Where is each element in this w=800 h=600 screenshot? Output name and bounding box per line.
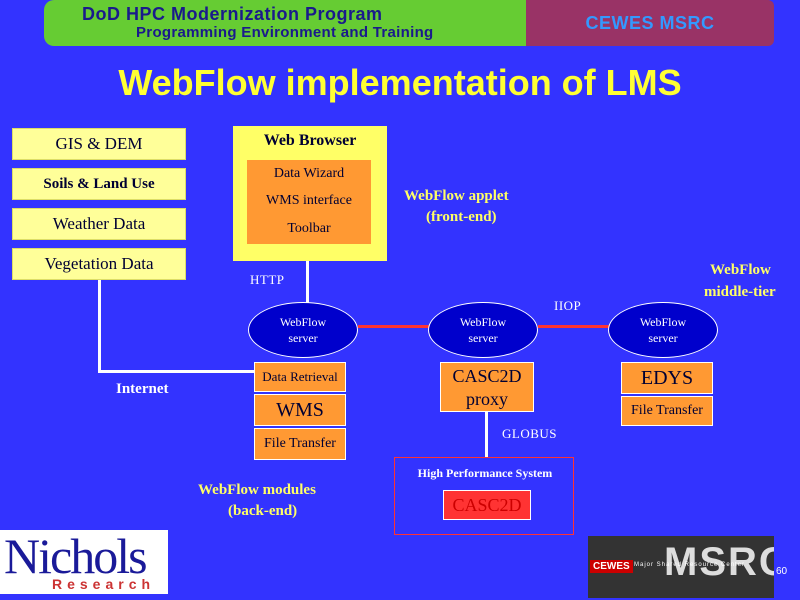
msrc-logo-word: MSRC xyxy=(664,540,774,584)
applet-label-line1: WebFlow applet xyxy=(404,188,509,204)
internet-label: Internet xyxy=(116,381,169,397)
program-line2: Programming Environment and Training xyxy=(136,24,434,41)
modules-label-line1: WebFlow modules xyxy=(198,482,316,498)
data-retrieval-module: Data Retrieval xyxy=(254,362,346,392)
program-banner: DoD HPC Modernization Program Programmin… xyxy=(44,0,526,46)
webflow-server-left: WebFlow server xyxy=(248,302,358,358)
webflow-server-center: WebFlow server xyxy=(428,302,538,358)
file-transfer-module-right: File Transfer xyxy=(621,396,713,426)
wms-module: WMS xyxy=(254,394,346,426)
internet-connector-vertical xyxy=(98,280,101,372)
data-source-weather: Weather Data xyxy=(12,208,186,240)
nichols-research-logo: Nichols Research xyxy=(0,530,168,594)
program-line1: DoD HPC Modernization Program xyxy=(82,4,383,24)
server-line2: server xyxy=(648,331,678,345)
casc2d-proxy-line1: CASC2D xyxy=(452,366,522,386)
toolbar-label: Toolbar xyxy=(287,221,331,236)
server-line1: WebFlow xyxy=(279,315,327,329)
middle-tier-label-line1: WebFlow xyxy=(710,262,771,278)
applet-label-line2: (front-end) xyxy=(426,209,497,225)
wms-interface-label: WMS interface xyxy=(266,193,352,208)
casc2d-proxy-line2: proxy xyxy=(466,389,508,409)
slide-number: 60 xyxy=(776,566,788,577)
high-performance-system: High Performance System CASC2D xyxy=(394,457,574,535)
nichols-logo-word: Nichols xyxy=(4,528,148,584)
msrc-logo: MSRC CEWES Major Shared Resource Center xyxy=(588,536,774,598)
webflow-server-right: WebFlow server xyxy=(608,302,718,358)
browser-components: Data Wizard WMS interface Toolbar xyxy=(247,160,371,244)
iiop-label: IIOP xyxy=(554,298,582,313)
iiop-connector-left xyxy=(358,325,430,328)
casc2d-box: CASC2D xyxy=(443,490,531,520)
server-line2: server xyxy=(288,331,318,345)
internet-connector-horizontal xyxy=(98,370,254,373)
edys-module: EDYS xyxy=(621,362,713,394)
nichols-logo-sub: Research xyxy=(52,576,156,592)
http-label: HTTP xyxy=(250,272,285,287)
data-source-soils: Soils & Land Use xyxy=(12,168,186,200)
modules-label-line2: (back-end) xyxy=(228,503,298,519)
web-browser-box: Web Browser Data Wizard WMS interface To… xyxy=(233,126,387,261)
page-title: WebFlow implementation of LMS xyxy=(118,62,682,103)
msrc-logo-cewes: CEWES xyxy=(590,560,633,573)
server-line2: server xyxy=(468,331,498,345)
data-source-vegetation: Vegetation Data xyxy=(12,248,186,280)
web-browser-title: Web Browser xyxy=(263,132,357,149)
file-transfer-module-left: File Transfer xyxy=(254,428,346,460)
casc2d-proxy-module: CASC2D proxy xyxy=(440,362,534,412)
middle-tier-label-line2: middle-tier xyxy=(704,284,776,300)
msrc-logo-tagline: Major Shared Resource Center xyxy=(634,562,746,568)
globus-label: GLOBUS xyxy=(502,426,558,441)
site-banner: CEWES MSRC xyxy=(526,0,774,46)
iiop-connector-right xyxy=(538,325,610,328)
http-connector xyxy=(306,261,309,309)
server-line1: WebFlow xyxy=(459,315,507,329)
data-wizard-label: Data Wizard xyxy=(273,166,345,181)
data-source-gis: GIS & DEM xyxy=(12,128,186,160)
server-line1: WebFlow xyxy=(639,315,687,329)
globus-connector xyxy=(485,412,488,458)
hps-label: High Performance System xyxy=(417,466,553,480)
